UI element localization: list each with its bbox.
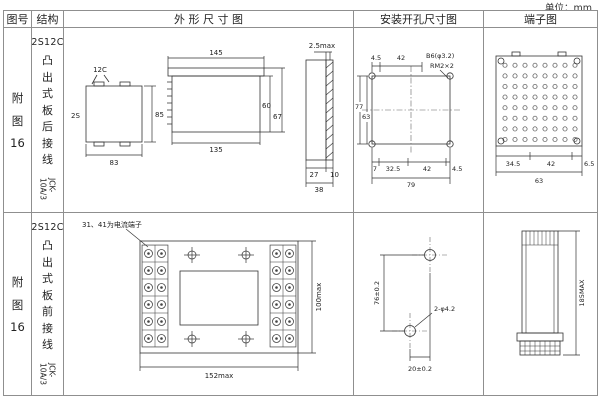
label-b6: B6(φ3.2) xyxy=(426,52,454,60)
row1-terminal-cell: 34.5 42 6.5 63 xyxy=(484,28,597,213)
row1-outline-drawing: 12C 2S 83 85 145 135 60 67 2.5max 27 10 … xyxy=(71,42,339,194)
row2-terminal-dims: 185MAX xyxy=(578,279,586,306)
row2-structure-cell: 2S12C 凸出式板前接线 JCK-10A/3 xyxy=(32,213,64,395)
row2-outline-dims: 31、41为电流端子 152max 100max xyxy=(82,220,323,380)
row2-outline-drawing: 31、41为电流端子 152max 100max xyxy=(82,220,323,380)
dim-63: 63 xyxy=(362,113,370,121)
dim-42-term: 42 xyxy=(547,160,555,168)
row2-fig-char1: 附 xyxy=(11,275,24,289)
header-terminal-label: 端子图 xyxy=(524,13,557,26)
holes-figure xyxy=(380,237,448,361)
row1-fig-num: 16 xyxy=(10,136,25,150)
header-terminal: 端子图 xyxy=(484,11,597,28)
dim-4-5-top: 4.5 xyxy=(371,54,381,62)
row2-install-cell: 76±0.2 2-φ4.2 20±0.2 xyxy=(354,213,484,395)
header-structure-label: 结构 xyxy=(36,13,59,26)
row1-outline-dims: 12C 2S 83 85 145 135 60 67 2.5max 27 10 … xyxy=(71,42,339,194)
row2-install-dims: 76±0.2 2-φ4.2 20±0.2 xyxy=(373,281,455,373)
dim-4-5-bottom: 4.5 xyxy=(452,165,462,173)
row2-fig-num: 16 xyxy=(10,320,25,334)
unit-label: 单位：mm xyxy=(544,3,592,14)
dim-20: 20±0.2 xyxy=(408,365,432,373)
dim-42-bottom: 42 xyxy=(423,165,431,173)
dim-79: 79 xyxy=(407,181,415,189)
row2-type-code: JCK-10A/3 xyxy=(38,362,57,385)
dim-100max: 100max xyxy=(315,283,323,312)
dim-85: 85 xyxy=(155,111,164,119)
dim-83: 83 xyxy=(110,159,119,167)
dim-42-top: 42 xyxy=(397,54,405,62)
dim-60: 60 xyxy=(262,102,271,110)
dim-32-5: 32.5 xyxy=(386,165,400,173)
row1-terminal-dims: 34.5 42 6.5 63 xyxy=(506,160,595,185)
top-view-figure xyxy=(85,74,156,157)
cutout-figure xyxy=(357,62,460,184)
label-2-phi42: 2-φ4.2 xyxy=(434,305,455,313)
row1-fig-char1: 附 xyxy=(11,91,24,105)
header-outline-label: 外 形 尺 寸 图 xyxy=(174,13,243,26)
row1-outline-cell: 12C 2S 83 85 145 135 60 67 2.5max 27 10 … xyxy=(64,28,354,213)
dim-27: 27 xyxy=(310,171,319,179)
row2-model: 2S12C xyxy=(32,222,64,233)
front-view-figure xyxy=(125,228,316,371)
row1-model: 2S12C xyxy=(32,37,64,48)
dim-145: 145 xyxy=(209,49,222,57)
row1-install-drawing: 4.5 42 B6(φ3.2) RM2×2 77 63 7 32.5 42 4.… xyxy=(355,52,462,189)
row1-structure-text: 凸出式板后接线 xyxy=(42,54,53,166)
terminal-board-figure xyxy=(495,51,583,176)
dim-2s: 2S xyxy=(71,112,80,120)
dim-152max: 152max xyxy=(205,372,234,380)
side-view-figure xyxy=(167,56,285,145)
row1-fig-no-cell: 附 图 16 xyxy=(4,28,32,213)
dim-7: 7 xyxy=(373,165,377,173)
header-outline: 外 形 尺 寸 图 xyxy=(64,11,354,28)
dim-63-term: 63 xyxy=(535,177,543,185)
header-install-label: 安装开孔尺寸图 xyxy=(380,13,457,26)
dim-2-5max: 2.5max xyxy=(309,42,335,50)
spec-table: 图号 结构 外 形 尺 寸 图 安装开孔尺寸图 端子图 附 图 16 2S12C… xyxy=(3,10,598,396)
dim-34-5: 34.5 xyxy=(506,160,520,168)
profile-figure xyxy=(305,51,334,187)
dim-67: 67 xyxy=(273,113,282,121)
row2-install-drawing: 76±0.2 2-φ4.2 20±0.2 xyxy=(373,237,455,373)
row1-type-code: JCK-10A/3 xyxy=(38,177,57,200)
dim-12c: 12C xyxy=(93,66,107,74)
label-rm2: RM2×2 xyxy=(430,62,454,70)
header-fig-no: 图号 xyxy=(4,11,32,28)
row1-install-dims: 4.5 42 B6(φ3.2) RM2×2 77 63 7 32.5 42 4.… xyxy=(355,52,462,189)
side-profile-figure xyxy=(516,230,580,356)
row2-fig-no-cell: 附 图 16 xyxy=(4,213,32,395)
row2-fig-char2: 图 xyxy=(11,298,24,312)
row2-structure-text: 凸出式板前接线 xyxy=(42,239,53,351)
row2-outline-cell: 31、41为电流端子 152max 100max xyxy=(64,213,354,395)
dim-185max: 185MAX xyxy=(578,279,586,306)
row2-terminal-drawing: 185MAX xyxy=(516,230,586,356)
dim-10: 10 xyxy=(330,171,339,179)
row1-structure-cell: 2S12C 凸出式板后接线 JCK-10A/3 xyxy=(32,28,64,213)
dim-77: 77 xyxy=(355,103,363,111)
dim-6-5: 6.5 xyxy=(584,160,594,168)
row1-fig-char2: 图 xyxy=(11,114,24,128)
header-fig-no-label: 图号 xyxy=(6,13,29,26)
dim-135: 135 xyxy=(209,146,222,154)
note-current-terminals: 31、41为电流端子 xyxy=(82,220,142,229)
dim-38: 38 xyxy=(315,186,324,194)
row1-install-cell: 4.5 42 B6(φ3.2) RM2×2 77 63 7 32.5 42 4.… xyxy=(354,28,484,213)
header-install: 安装开孔尺寸图 xyxy=(354,11,484,28)
header-structure: 结构 xyxy=(32,11,64,28)
row1-terminal-drawing: 34.5 42 6.5 63 xyxy=(495,51,595,185)
row2-terminal-cell: 185MAX xyxy=(484,213,597,395)
dim-76: 76±0.2 xyxy=(373,281,381,305)
